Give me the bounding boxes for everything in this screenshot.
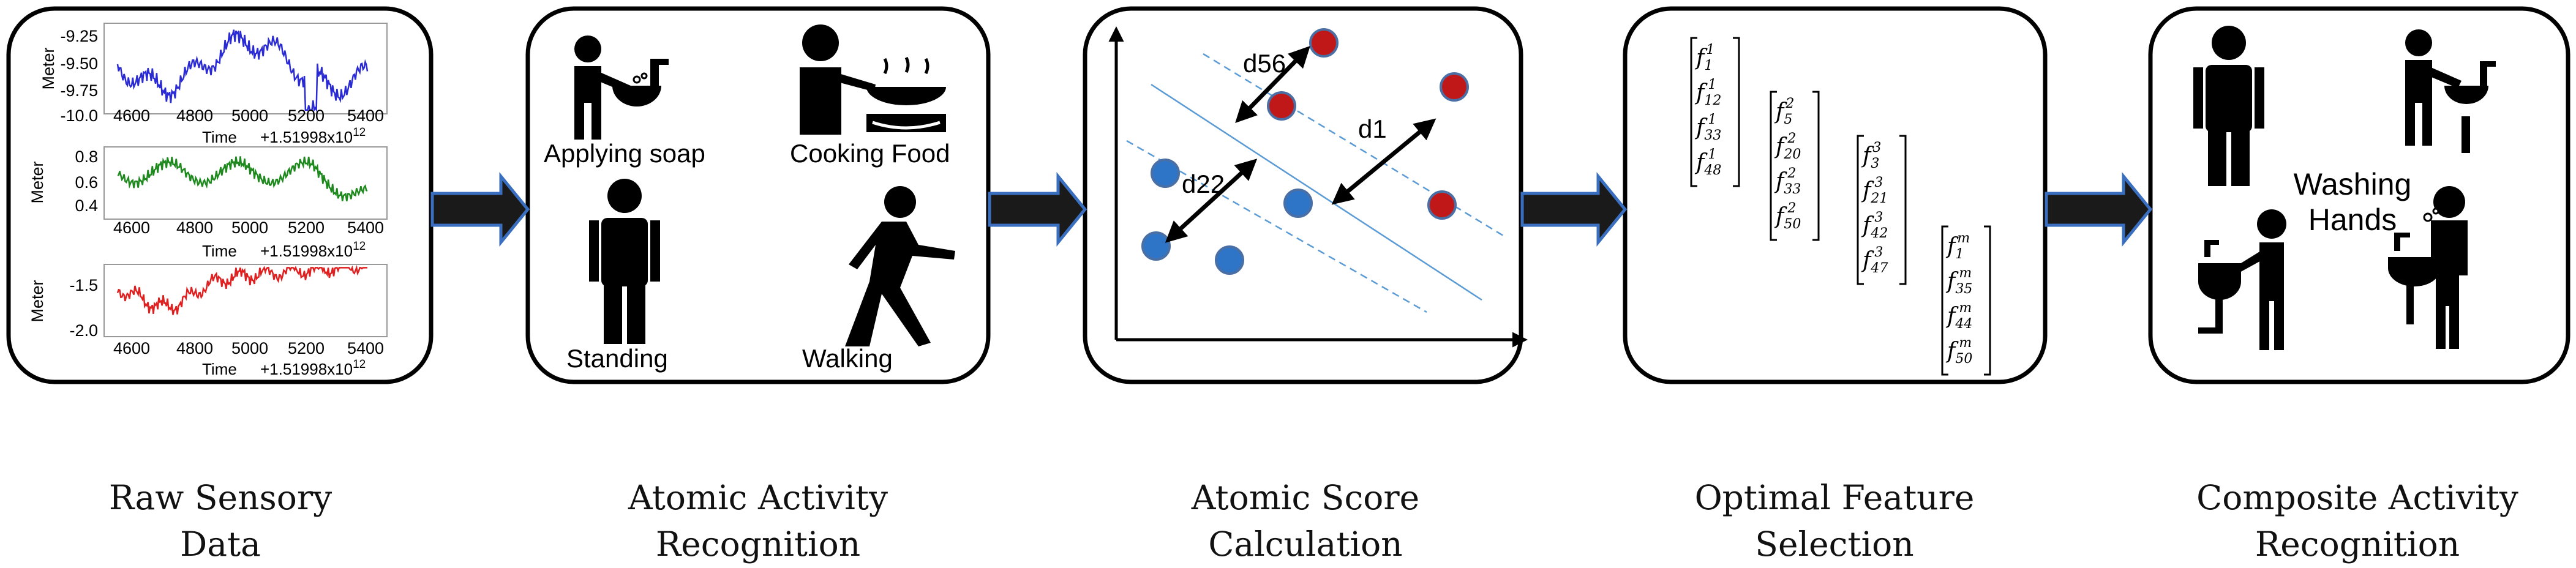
x-tick-label: 4600 (113, 219, 150, 237)
x-tick-label: 5400 (347, 106, 384, 125)
class-point-blue (1283, 189, 1313, 218)
x-tick-label: 5200 (288, 219, 325, 237)
feature-entry: f44m (1945, 301, 1972, 332)
vector-bracket (1770, 91, 1820, 241)
vector-bracket (1941, 225, 1991, 376)
y-axis-label: Meter (39, 47, 58, 89)
applying-soap-icon (574, 36, 669, 140)
x-tick-label: 5400 (347, 339, 384, 357)
distance-arrow-d22 (1165, 159, 1258, 243)
class-point-red (1309, 28, 1339, 58)
y-tick-label: -2.0 (69, 321, 98, 340)
flow-arrow-1 (430, 171, 530, 247)
x-tick-label: 4800 (176, 219, 213, 237)
flow-arrow-2 (988, 171, 1087, 247)
activity-label-applying-soap: Applying soap (544, 139, 705, 168)
y-tick-label: -10.0 (60, 106, 98, 125)
x-axis-offset: +1.51998x1012 (260, 240, 366, 260)
margin-line-lower (1126, 140, 1427, 313)
class-point-red (1267, 91, 1296, 121)
flow-arrow-3 (1520, 171, 1628, 247)
hand-washing-front-icon (2388, 186, 2468, 349)
x-tick-label: 4800 (176, 339, 213, 357)
x-axis-label: Time (202, 242, 237, 260)
y-tick-label: 0.4 (75, 196, 98, 215)
x-tick-label: 4800 (176, 106, 213, 125)
x-tick-label: 4600 (113, 106, 150, 125)
sensor-plot-2: Meter 0.8 0.6 0.4 4600 4800 5000 5200 54… (28, 146, 388, 260)
y-tick-label: 0.6 (75, 173, 98, 192)
y-tick-label: -1.5 (69, 276, 98, 294)
vector-bracket (1857, 135, 1907, 285)
standing-icon (589, 179, 660, 344)
signal-line (117, 156, 368, 201)
x-tick-label: 4600 (113, 339, 150, 357)
panel-feature-selection (1623, 6, 2048, 384)
activity-label-cooking-food: Cooking Food (790, 139, 950, 168)
sensor-plot-1: Meter -9.25 -9.50 -9.75 -10.0 4600 4800 … (39, 23, 388, 146)
vector-bracket (1690, 37, 1740, 187)
sensor-plot-3: Meter -1.5 -2.0 4600 4800 5000 5200 5400… (28, 264, 388, 378)
x-axis-label: Time (202, 128, 237, 146)
distance-arrow-d1 (1331, 118, 1436, 205)
y-tick-label: -9.50 (60, 54, 98, 73)
y-axis-label: Meter (28, 280, 47, 322)
x-tick-label: 5000 (231, 339, 268, 357)
distance-arrow-d56 (1235, 45, 1310, 124)
x-axis-offset: +1.51998x1012 (260, 126, 366, 146)
class-point-blue (1215, 245, 1244, 275)
feature-entry: f50m (1945, 335, 1972, 367)
x-tick-label: 5200 (288, 339, 325, 357)
flow-arrows (430, 171, 2153, 247)
feature-entry: f52 (1774, 96, 1794, 127)
class-point-red (1427, 190, 1457, 220)
feature-entry: f502 (1774, 201, 1801, 232)
activity-label-walking: Walking (802, 344, 893, 373)
activity-label-standing: Standing (566, 344, 668, 373)
class-point-red (1440, 72, 1469, 102)
y-axis-label: Meter (28, 161, 47, 203)
decision-boundary (1151, 83, 1482, 301)
x-tick-label: 5000 (231, 219, 268, 237)
x-tick-label: 5400 (347, 219, 384, 237)
distance-label-d1: d1 (1358, 114, 1387, 143)
score-scatter: d56 d1 d22 (1108, 26, 1528, 348)
x-axis-offset: +1.51998x1012 (260, 358, 366, 378)
distance-label-d56: d56 (1243, 49, 1286, 78)
washing-at-sink-icon (2405, 29, 2496, 153)
hand-washing-side-icon (2198, 209, 2286, 350)
feature-entry: f202 (1774, 131, 1801, 162)
standing-person-icon (2193, 26, 2264, 186)
walking-icon (845, 186, 955, 346)
signal-line (116, 264, 367, 315)
plot-frame (103, 146, 388, 220)
class-point-blue (1141, 231, 1171, 261)
cooking-food-icon (800, 24, 946, 135)
x-tick-label: 5200 (288, 106, 325, 125)
x-tick-label: 5000 (231, 106, 268, 125)
feature-entry: f35m (1945, 266, 1972, 297)
raw-sensory-plots: Meter -9.25 -9.50 -9.75 -10.0 4600 4800 … (28, 23, 388, 378)
y-tick-label: 0.8 (75, 148, 98, 166)
y-tick-label: -9.75 (60, 81, 98, 100)
atomic-activity-icons: Applying soap Cooking Food Standing Walk… (544, 24, 955, 373)
flow-arrow-4 (2045, 171, 2153, 247)
signal-line (116, 29, 369, 113)
distance-label-d22: d22 (1182, 170, 1225, 198)
x-axis-label: Time (202, 360, 237, 378)
feature-entry: f473 (1861, 245, 1888, 276)
y-tick-label: -9.25 (60, 27, 98, 45)
class-point-blue (1151, 159, 1180, 188)
